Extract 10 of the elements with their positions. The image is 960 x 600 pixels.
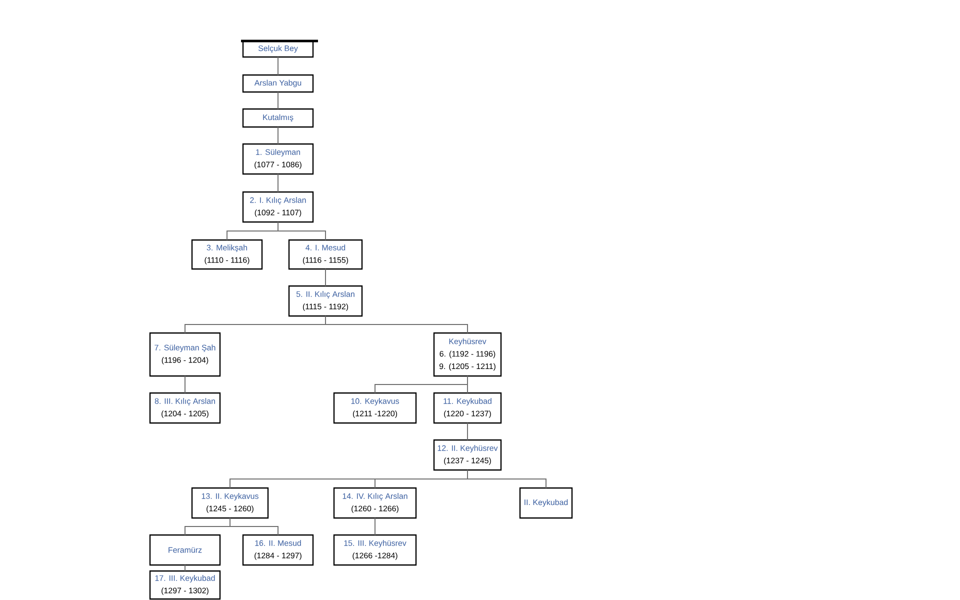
connector-line bbox=[184, 375, 186, 394]
connector-line bbox=[278, 221, 326, 240]
connector-line bbox=[325, 315, 468, 334]
connector-line bbox=[467, 375, 468, 394]
connector-line bbox=[184, 564, 186, 572]
connector-line bbox=[467, 422, 468, 440]
connector-line bbox=[467, 469, 546, 488]
connector-line bbox=[230, 517, 278, 536]
connector-line bbox=[374, 517, 376, 536]
connector-line bbox=[325, 268, 326, 286]
